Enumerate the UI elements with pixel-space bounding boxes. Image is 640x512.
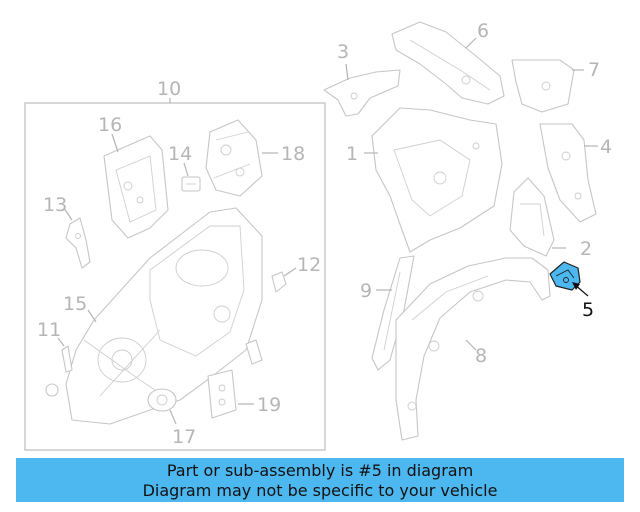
callout-3: 3 <box>337 41 349 63</box>
part-9 <box>371 255 415 371</box>
callout-1: 1 <box>346 143 358 165</box>
callout-5: 5 <box>582 299 594 321</box>
part-3 <box>323 69 401 117</box>
part-8 <box>395 257 551 441</box>
callout-16: 16 <box>98 114 122 136</box>
part-13 <box>65 217 91 269</box>
callout-11: 11 <box>37 319 61 341</box>
callout-4: 4 <box>600 136 612 158</box>
banner-line-2: Diagram may not be specific to your vehi… <box>142 481 498 500</box>
clip <box>245 339 263 365</box>
part-15 <box>65 207 263 425</box>
banner-line-1: Part or sub-assembly is #5 in diagram <box>166 461 474 480</box>
callout-19: 19 <box>257 394 281 416</box>
part-19 <box>207 369 237 419</box>
part-7 <box>511 59 575 113</box>
part-14 <box>181 176 201 192</box>
callout-10: 10 <box>157 78 181 100</box>
callout-12: 12 <box>297 254 321 276</box>
info-banner: Part or sub-assembly is #5 in diagram Di… <box>16 458 624 502</box>
group-box-10 <box>24 102 326 451</box>
part-1 <box>371 107 503 253</box>
callout-13: 13 <box>43 194 67 216</box>
grommet <box>45 383 59 397</box>
callout-14: 14 <box>168 143 192 165</box>
part-18 <box>205 119 263 197</box>
callout-17: 17 <box>172 426 196 448</box>
callout-2: 2 <box>580 238 592 260</box>
part-12 <box>271 271 287 293</box>
callout-6: 6 <box>477 20 489 42</box>
part-4 <box>539 123 597 223</box>
callout-5-arrowhead <box>572 282 580 290</box>
part-11 <box>61 345 73 373</box>
callout-8: 8 <box>475 345 487 367</box>
callout-15: 15 <box>63 293 87 315</box>
callout-7: 7 <box>588 59 600 81</box>
part-2 <box>509 177 555 257</box>
callout-18: 18 <box>281 143 305 165</box>
callout-9: 9 <box>360 280 372 302</box>
part-17 <box>147 388 177 412</box>
part-16 <box>103 135 169 239</box>
part-6 <box>391 21 505 105</box>
